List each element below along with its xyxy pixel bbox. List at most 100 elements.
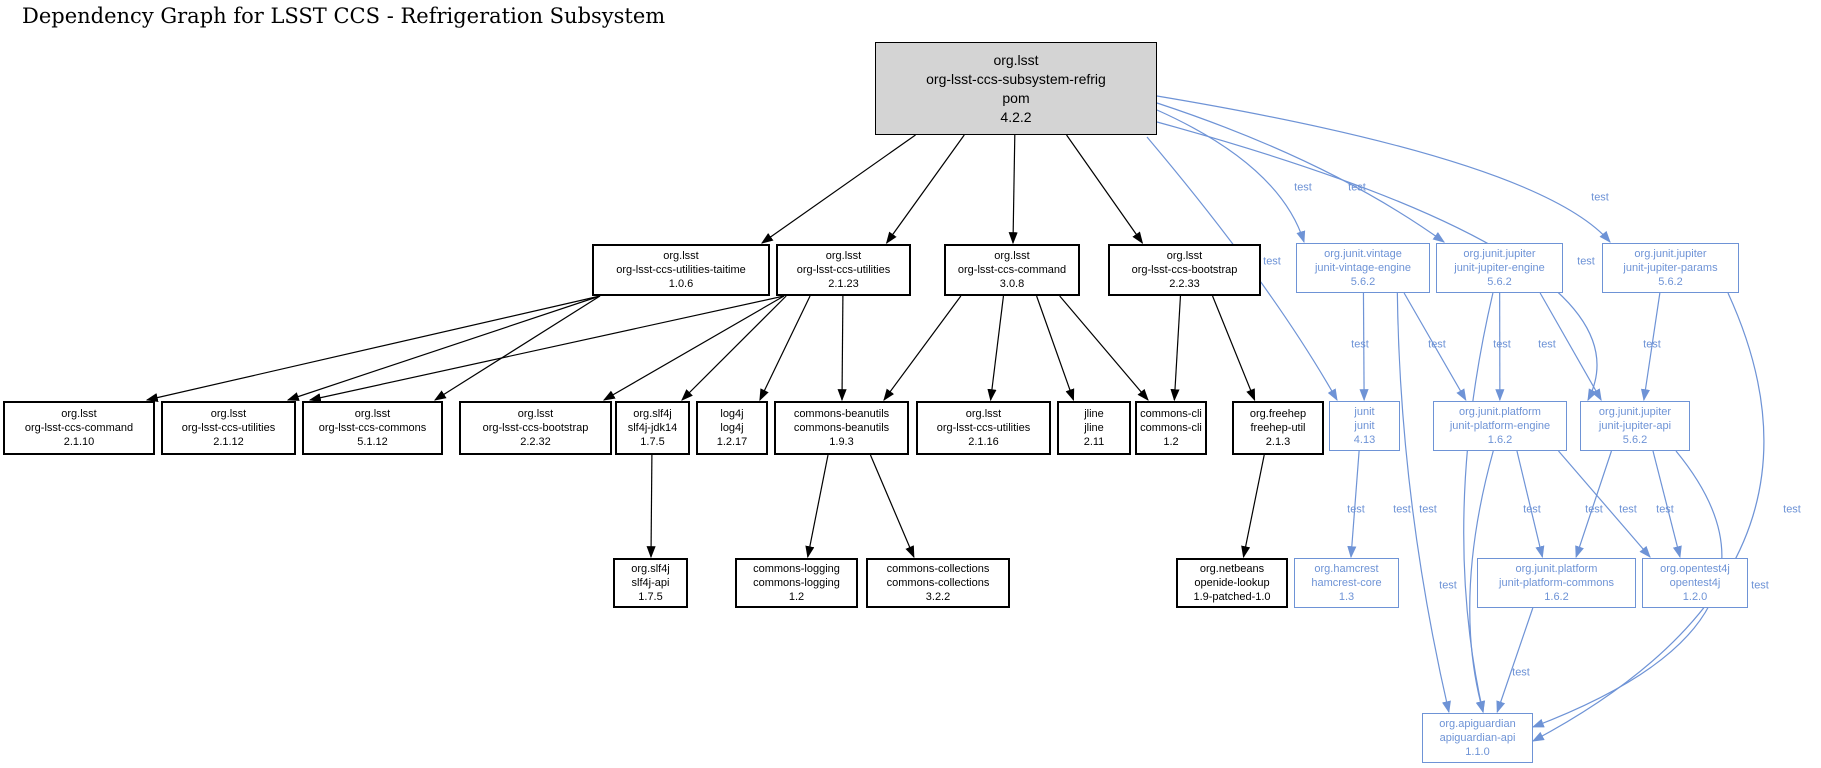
node-command10: org.lsst org-lsst-ccs-command 2.1.10 <box>3 401 155 455</box>
edge-jupiterParams-apiguardian <box>1531 292 1765 742</box>
node-pom-line: org-lsst-ccs-subsystem-refrig <box>926 70 1106 87</box>
edge-jupiterEngine-apiguardian <box>1463 292 1494 714</box>
edge-label-test-jupiterApi-apiguardian: test <box>1751 579 1769 592</box>
node-apiguardian-line: apiguardian-api <box>1439 732 1516 744</box>
node-vintage-line: org.junit.vintage <box>1324 248 1402 260</box>
node-platformCommons-line: org.junit.platform <box>1515 563 1598 575</box>
edge-label-test-platformEngine-opentest4j: test <box>1585 503 1603 516</box>
node-opentest4j-line: org.opentest4j <box>1660 563 1730 575</box>
node-taitime-line: 1.0.6 <box>668 278 694 290</box>
node-pom-line: org.lsst <box>993 51 1039 68</box>
node-log4j-line: log4j <box>720 422 744 434</box>
node-jdk14-line: org.slf4j <box>633 408 672 420</box>
edge-label-test-pom-junit: test <box>1263 255 1281 268</box>
edge-bootstrap33-commonsCli <box>1170 295 1182 402</box>
edge-label-test-pom-jupiterApi: test <box>1577 255 1595 268</box>
node-bootstrap33-line: org-lsst-ccs-bootstrap <box>1131 264 1238 276</box>
node-freehep-line: org.freehep <box>1249 408 1307 420</box>
node-openide-line: 1.9-patched-1.0 <box>1193 591 1271 603</box>
edge-label-test-platformCommons-apiguardian: test <box>1512 666 1530 679</box>
node-utilities12-line: org.lsst <box>210 408 247 420</box>
edge-label-test-junit-hamcrest: test <box>1347 503 1365 516</box>
edge-beanutils-commonsCollections <box>869 454 915 559</box>
node-log4j-line: log4j <box>720 408 744 420</box>
node-jupiterApi-line: 5.6.2 <box>1622 434 1648 446</box>
edge-label-test-vintage-apiguardian: test <box>1393 503 1411 516</box>
node-opentest4j-line: opentest4j <box>1669 577 1721 589</box>
edge-pom-command308 <box>1008 134 1018 245</box>
node-command10-line: org.lsst <box>61 408 97 420</box>
node-hamcrest-line: hamcrest-core <box>1311 577 1382 589</box>
node-beanutils-line: commons-beanutils <box>793 422 890 434</box>
edge-label-test-pom-jupiterParams: test <box>1591 191 1609 204</box>
node-beanutils-line: 1.9.3 <box>829 436 854 448</box>
edge-taitime-utilities12 <box>286 295 601 401</box>
node-platformEngine-line: 1.6.2 <box>1487 434 1513 446</box>
edge-taitime-commons512 <box>433 295 601 401</box>
edge-label-test-jupiterEngine-apiguardian: test <box>1419 503 1437 516</box>
node-junit-line: junit <box>1354 420 1375 432</box>
edge-pom-utilities23 <box>885 134 965 244</box>
edge-utilities23-beanutils <box>837 295 847 402</box>
node-bootstrap32-line: 2.2.32 <box>520 436 551 448</box>
node-freehep-line: freehep-util <box>1250 422 1306 434</box>
node-slf4jApi-line: slf4j-api <box>631 577 670 589</box>
node-platformCommons-line: junit-platform-commons <box>1499 577 1614 589</box>
node-commonsCli-line: 1.2 <box>1163 436 1179 448</box>
node-command308-line: 3.0.8 <box>999 278 1025 290</box>
node-command10-line: org-lsst-ccs-command <box>24 422 134 434</box>
edge-label-test-vintage-junit: test <box>1351 338 1369 351</box>
node-jline-line: jline <box>1084 408 1104 420</box>
node-commonsLogging-line: 1.2 <box>788 591 805 603</box>
edge-label-test-jupiterApi-opentest4j: test <box>1656 503 1674 516</box>
node-junit-line: 4.13 <box>1353 434 1376 446</box>
edge-pom-vintage <box>1156 109 1306 244</box>
edge-label-test-jupiterApi-platformCommons: test <box>1619 503 1637 516</box>
node-taitime: org.lsst org-lsst-ccs-utilities-taitime 1.… <box>592 244 770 296</box>
node-platformCommons-line: 1.6.2 <box>1544 591 1569 603</box>
node-slf4jApi-line: 1.7.5 <box>638 591 663 603</box>
node-log4j-line: 1.2.17 <box>716 436 748 448</box>
edge-label-test-platformEngine-platformCommons: test <box>1523 503 1541 516</box>
edge-pom-jupiterEngine <box>1156 102 1445 243</box>
node-pom-line: pom <box>1002 89 1030 106</box>
node-platformCommons: org.junit.platform junit-platform-commons… <box>1477 558 1636 608</box>
edge-command308-beanutils <box>883 295 962 401</box>
node-commonsLogging-line: commons-logging <box>753 563 840 575</box>
node-commons512-line: org-lsst-ccs-commons <box>318 422 427 434</box>
node-jupiterEngine-line: junit-jupiter-engine <box>1454 262 1545 274</box>
node-commonsCli-line: commons-cli <box>1140 408 1202 420</box>
node-jupiterParams-line: org.junit.jupiter <box>1634 248 1707 260</box>
node-jupiterApi-line: org.junit.jupiter <box>1598 406 1672 418</box>
edge-freehep-openide <box>1241 454 1265 559</box>
node-command10-line: 2.1.10 <box>63 436 95 448</box>
edge-pom-taitime <box>761 134 916 244</box>
node-jupiterApi-line: junit-jupiter-api <box>1598 420 1672 432</box>
node-bootstrap33-line: org.lsst <box>1166 250 1203 262</box>
node-taitime-line: org.lsst <box>663 250 699 262</box>
node-taitime-line: org-lsst-ccs-utilities-taitime <box>616 264 746 276</box>
edge-label-test-jupiterParams-apiguardian: test <box>1783 503 1801 516</box>
node-commons512-line: 5.1.12 <box>357 436 388 448</box>
node-utilities16-line: org-lsst-ccs-utilities <box>936 422 1031 434</box>
node-pom-line: 4.2.2 <box>1000 108 1032 125</box>
node-command308-line: org-lsst-ccs-command <box>957 264 1067 276</box>
graph-title: Dependency Graph for LSST CCS - Refriger… <box>22 4 666 28</box>
edge-jdk14-slf4jApi <box>646 454 656 559</box>
